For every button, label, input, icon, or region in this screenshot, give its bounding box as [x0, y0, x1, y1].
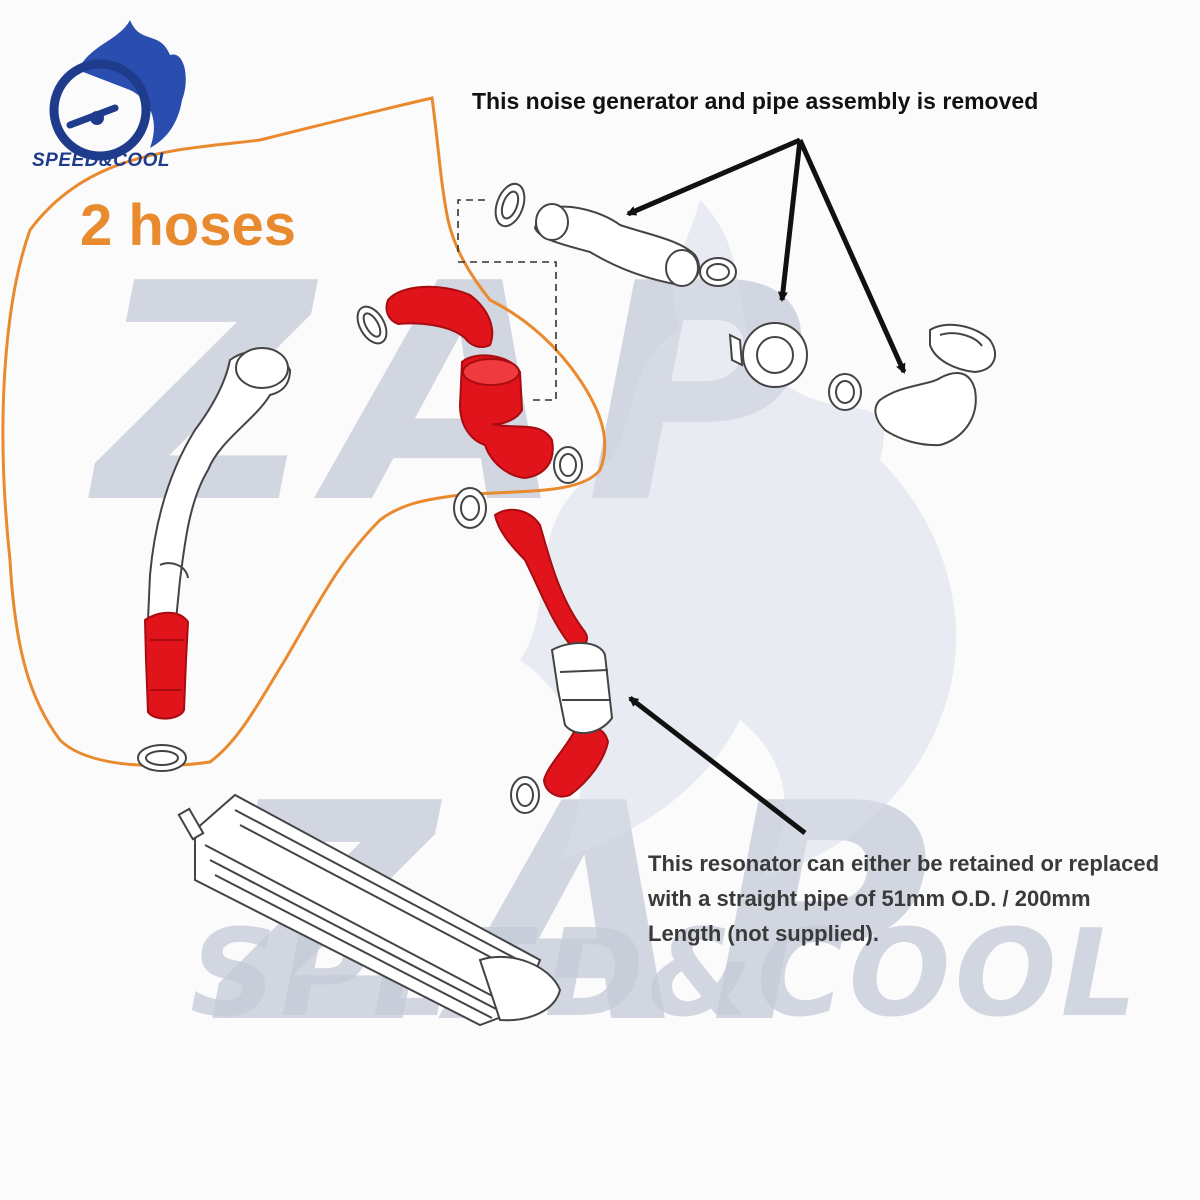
arrow-to-valve	[777, 139, 803, 302]
turbo-valve-part	[728, 322, 862, 411]
removed-parts-note: This noise generator and pipe assembly i…	[472, 88, 1039, 114]
speed-cool-logo	[49, 20, 186, 161]
intercooler	[177, 793, 562, 1027]
left-clamp	[137, 744, 187, 772]
dashed-guide-line	[457, 199, 557, 401]
resonator	[550, 642, 614, 734]
resonator-note: This resonator can either be retained or…	[648, 851, 1160, 946]
arrow-to-resonator	[628, 696, 807, 835]
arrow-to-pipe	[626, 137, 801, 217]
lower-hose-clamps	[453, 487, 540, 814]
hoses-count-label: 2 hoses	[80, 193, 296, 258]
noise-generator-pipe	[533, 203, 737, 287]
left-intake-pipe	[146, 347, 292, 621]
speedometer-icon	[49, 59, 151, 161]
elbow-duct	[874, 323, 996, 447]
arrow-to-elbow	[797, 138, 907, 374]
brand-name: SPEED&COOL	[32, 150, 171, 171]
callout-arrows	[626, 137, 907, 835]
hoses-highlight-outline	[1, 96, 607, 768]
flame-icon	[78, 20, 186, 148]
flame-watermark	[520, 200, 957, 880]
left-red-hose	[143, 611, 190, 720]
lower-red-hose	[493, 508, 610, 798]
upper-hose-clamps	[356, 182, 583, 484]
upper-red-hose	[385, 285, 554, 480]
